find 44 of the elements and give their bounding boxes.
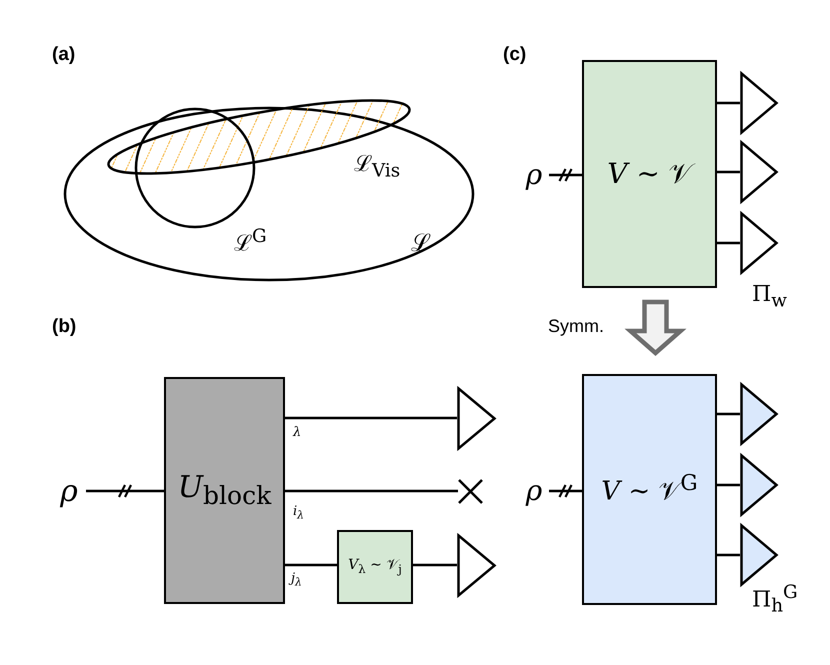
panel-label: (a): [52, 44, 76, 66]
wire-label: i$_{λ}$: [292, 505, 306, 522]
measurement-triangle: [457, 387, 496, 450]
measurement-triangle: [740, 141, 778, 203]
wire: [285, 416, 457, 420]
operator-label: V ∼ 𝒱$^{G}$: [601, 472, 698, 507]
state-symbol: ρ: [526, 160, 542, 190]
state-symbol: ρ: [526, 476, 542, 506]
state-symbol: ρ: [60, 474, 78, 508]
unitary-box: [164, 377, 285, 604]
unitary-box: [582, 60, 717, 288]
measurement-triangle: [457, 534, 496, 597]
wire: [717, 170, 740, 174]
wire: [717, 102, 740, 104]
wire: [413, 564, 457, 566]
wire: [549, 174, 582, 176]
wire: [717, 484, 740, 486]
set-label: ℒ$_{Vis}$: [354, 153, 400, 182]
operator-label: V$_{λ}$ ∼ 𝒱$_{j}$: [348, 558, 402, 576]
wire: [549, 490, 582, 492]
wire: [285, 564, 337, 566]
measurement-triangle: [740, 212, 778, 274]
operator-label: U$_{block}$: [178, 471, 272, 510]
measurement-triangle: [740, 454, 778, 516]
wire: [717, 554, 740, 556]
wire: [86, 490, 164, 492]
wire-label: j$_{λ}$: [290, 572, 303, 588]
measurement-triangle: [740, 72, 778, 134]
unitary-box: [337, 530, 413, 604]
panel-label: (c): [503, 44, 526, 66]
set-label: ℒ: [411, 230, 431, 256]
wire-label: λ: [292, 426, 302, 439]
block-arrow: [624, 300, 686, 356]
measurement-triangle: [740, 383, 778, 445]
wire: [285, 490, 458, 492]
wire: [717, 412, 740, 416]
discard-cross: [458, 479, 483, 504]
projector-label: Π$_{w}$: [752, 282, 787, 312]
unitary-box: [582, 374, 717, 605]
wire: [717, 242, 740, 244]
edge-label: Symm.: [548, 316, 604, 337]
set-label: ℒ$^{G}$: [234, 227, 267, 257]
panel-label: (b): [52, 316, 76, 338]
measurement-triangle: [740, 524, 778, 586]
